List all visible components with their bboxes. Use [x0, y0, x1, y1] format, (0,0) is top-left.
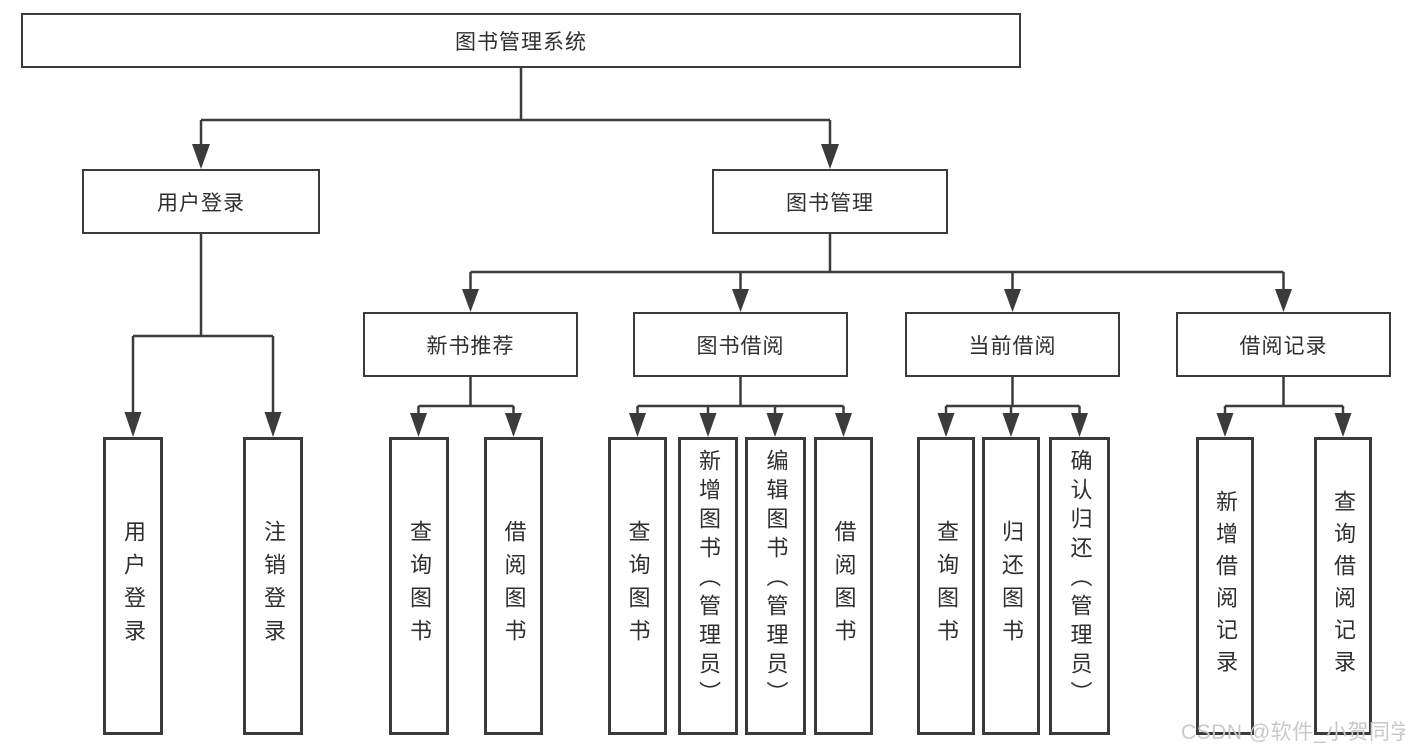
leaf-label: 新增借阅记录: [1213, 490, 1238, 682]
leaf-label: 注销登录: [261, 520, 286, 652]
leaf-label: 借阅图书: [501, 520, 527, 652]
leaf-query-borrow-record: 查询借阅记录: [1314, 437, 1372, 735]
leaf-label: 确认归还（管理员）: [1067, 449, 1093, 710]
node-borrow-records: 借阅记录: [1176, 312, 1391, 377]
leaf-edit-books-admin: 编辑图书（管理员）: [745, 437, 806, 735]
csdn-watermark: CSDN @软件_小贺同学: [1181, 721, 1405, 744]
leaf-add-books-admin: 新增图书（管理员）: [678, 437, 738, 735]
leaf-label: 借阅图书: [831, 520, 857, 652]
node-label: 借阅记录: [1239, 334, 1328, 358]
leaf-label: 查询借阅记录: [1331, 490, 1356, 682]
node-label: 图书管理: [786, 191, 874, 215]
leaf-query-books: 查询图书: [608, 437, 667, 735]
leaf-label: 查询图书: [407, 520, 432, 652]
leaf-borrow-books: 借阅图书: [484, 437, 543, 735]
leaf-query-books: 查询图书: [389, 437, 449, 735]
node-current-borrow: 当前借阅: [905, 312, 1120, 377]
leaf-label: 查询图书: [934, 520, 959, 652]
node-book-borrow: 图书借阅: [633, 312, 848, 377]
node-root-system: 图书管理系统: [21, 13, 1021, 68]
leaf-query-books: 查询图书: [917, 437, 975, 735]
node-label: 图书借阅: [696, 334, 785, 358]
node-label: 用户登录: [157, 191, 245, 215]
node-label: 新书推荐: [426, 334, 515, 358]
leaf-label: 用户登录: [121, 520, 146, 652]
leaf-label: 查询图书: [625, 520, 651, 652]
leaf-return-books: 归还图书: [982, 437, 1040, 735]
leaf-add-borrow-record: 新增借阅记录: [1196, 437, 1254, 735]
node-new-book-recommend: 新书推荐: [363, 312, 578, 377]
leaf-user-login: 用户登录: [103, 437, 163, 735]
leaf-label: 编辑图书（管理员）: [763, 449, 789, 710]
leaf-logout-login: 注销登录: [243, 437, 303, 735]
node-user-login: 用户登录: [82, 169, 320, 234]
leaf-label: 新增图书（管理员）: [696, 449, 721, 710]
arrowheads: [124, 144, 1352, 437]
leaf-borrow-books: 借阅图书: [814, 437, 873, 735]
leaf-label: 归还图书: [999, 520, 1024, 652]
node-label: 图书管理系统: [455, 30, 587, 54]
leaf-confirm-return-admin: 确认归还（管理员）: [1049, 437, 1110, 735]
node-label: 当前借阅: [968, 334, 1057, 358]
node-book-management: 图书管理: [712, 169, 948, 234]
